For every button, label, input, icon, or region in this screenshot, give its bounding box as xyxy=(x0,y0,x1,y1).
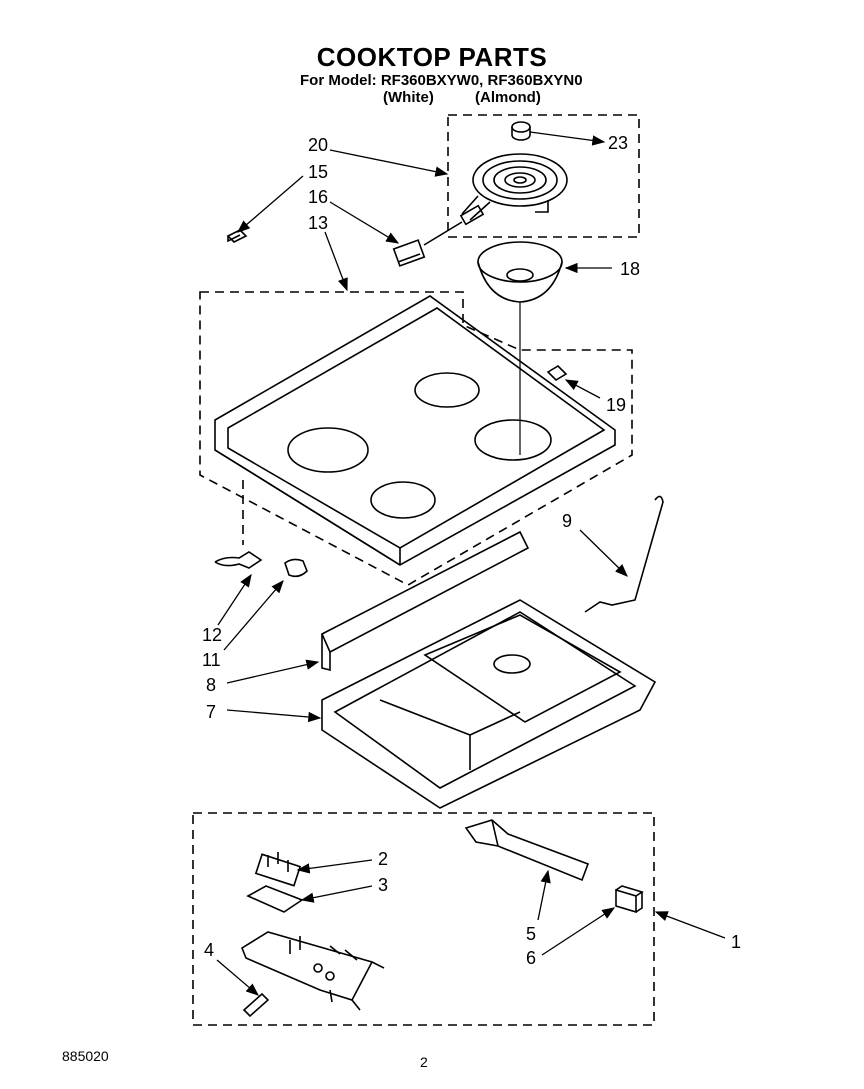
part-11-cap xyxy=(284,558,308,578)
callout-16: 16 xyxy=(308,187,329,207)
cooktop-group-box xyxy=(199,291,633,586)
callout-20: 23 xyxy=(608,133,629,153)
callout-15: 15 xyxy=(308,162,329,182)
part-16-receptacle xyxy=(392,239,426,267)
callout-9: 9 xyxy=(562,511,573,531)
model-line: For Model: RF360BXYW0, RF360BXYN0 xyxy=(300,72,583,89)
part-8-strip xyxy=(320,530,530,672)
part-15-clip xyxy=(226,229,248,243)
part-12-terminal xyxy=(214,551,263,569)
variant-white: (White) xyxy=(383,89,434,106)
callout-1: 1 xyxy=(731,932,742,952)
part-2-switch xyxy=(254,852,302,887)
part-3-insulator xyxy=(246,885,304,913)
part-4-clip xyxy=(242,992,270,1018)
callout-13: 13 xyxy=(308,213,329,233)
callout-18: 18 xyxy=(620,259,641,279)
part-7-tray xyxy=(321,599,657,809)
callout-8: 8 xyxy=(206,675,217,695)
element-group-box xyxy=(447,114,640,238)
part-20-shape xyxy=(511,121,531,133)
doc-number: 885020 xyxy=(62,1048,109,1064)
control-bracket-assembly xyxy=(241,931,385,1011)
callout-7: 7 xyxy=(206,702,217,722)
callout-19: 20 xyxy=(308,135,329,155)
page-number: 2 xyxy=(420,1054,428,1070)
part-13-cooktop xyxy=(214,295,616,566)
control-group-box xyxy=(192,812,655,1026)
callout-23: 19 xyxy=(606,395,627,415)
callout-5: 5 xyxy=(526,924,537,944)
callout-12: 12 xyxy=(202,625,223,645)
callout-11: 11 xyxy=(202,650,221,670)
page-title: COOKTOP PARTS xyxy=(316,42,548,72)
part-5-bracket xyxy=(464,819,590,882)
part-19-surface-element xyxy=(459,153,568,226)
part-9-rod xyxy=(584,495,664,613)
part-23-clip xyxy=(546,364,568,382)
part-6-block xyxy=(615,885,644,914)
callout-2: 2 xyxy=(378,849,389,869)
variant-almond: (Almond) xyxy=(475,89,541,106)
callout-4: 4 xyxy=(204,940,215,960)
part-18-drip-bowl xyxy=(477,241,563,303)
callout-6: 6 xyxy=(526,948,537,968)
callout-3: 3 xyxy=(378,875,389,895)
